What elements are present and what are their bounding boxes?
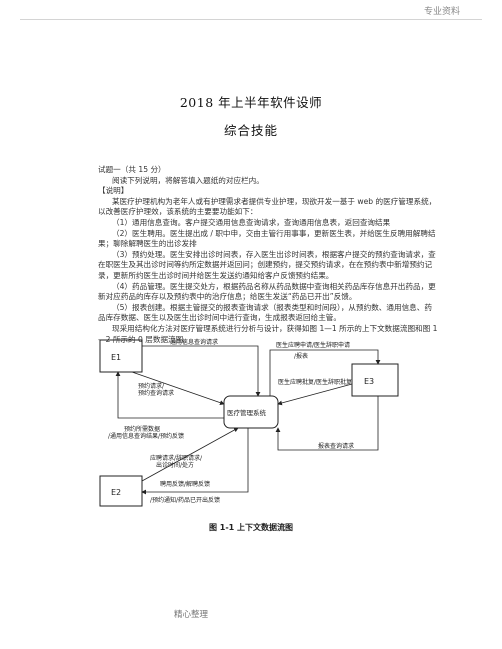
paragraph-intro: 某医疗护理机构为老年人或有护理需求者提供专业护理，现欲开发一基于 web 的医疗… xyxy=(98,196,437,217)
flow-label: 出诊时间/处方 xyxy=(156,461,194,469)
flow-arrow xyxy=(142,345,261,397)
flow-label: 通用信息查询请求 xyxy=(170,338,218,346)
paragraph-item-5: （5）报表创建。根据主管提交的报表查询请求（报表类型和时间段），从预约数、通用信… xyxy=(98,302,432,323)
doc-body: 试题一（共 15 分） 阅读下列说明，将解答填入题纸的对应栏内。 【说明】 某医… xyxy=(98,165,438,345)
doc-subtitle: 综合技能 xyxy=(223,123,278,138)
flow-label: 医生应聘批复/医生辞职批复 xyxy=(278,378,352,386)
entity-e2-label: E2 xyxy=(111,488,121,497)
flow-label: 医生应聘申请/医生辞职申请 xyxy=(276,341,350,349)
paragraph-closing: 现采用结构化方法对医疗管理系统进行分析与设计，获得如图 1—1 所示的上下文数据… xyxy=(98,323,438,344)
flow-arrow xyxy=(141,428,249,495)
flow-label: /预约通知/药品已开出反馈 xyxy=(150,496,220,504)
process-box xyxy=(223,395,279,429)
flow-label: 报表查询请求 xyxy=(318,442,354,450)
flow-arrow xyxy=(141,427,239,482)
flow-arrow xyxy=(115,371,224,419)
flow-arrow xyxy=(275,396,379,451)
flow-arrow xyxy=(277,383,353,406)
entity-e1-label: E1 xyxy=(111,353,121,362)
flow-arrow xyxy=(269,349,381,396)
context-dataflow-diagram: E1 E2 E3 医疗管理系统 通用信息查询请求 预约请求/ 预约查询请求 预约… xyxy=(99,338,399,507)
paragraph-item-2: （2）医生聘用。医生提出成 / 职中申，交由主管行用事事，更新医生表，并给医生反… xyxy=(98,228,436,249)
page-header: 专业资料 xyxy=(423,7,460,17)
section-label: 【说明】 xyxy=(98,186,129,196)
flow-arrow xyxy=(131,371,225,405)
flow-label: 应聘请求/辞职请求/ xyxy=(150,454,203,462)
page-footer: 精心整理 xyxy=(174,610,209,620)
entity-e3-label: E3 xyxy=(364,377,374,386)
doc-title: 2018 年上半年软件设师 xyxy=(179,95,323,110)
diagram-caption: 图 1-1 上下文数据流图 xyxy=(208,523,294,532)
question-title: 试题一（共 15 分） xyxy=(98,165,166,174)
paragraph-item-3: （3）预约处理。医生安排出诊时间表，存入医生出诊时间表，根据客户提交的预约查询请… xyxy=(98,249,436,280)
flow-label: 聘用反馈/解聘反馈 xyxy=(160,480,210,488)
process-label: 医疗管理系统 xyxy=(227,408,267,417)
instruction: 阅读下列说明，将解答填入题纸的对应栏内。 xyxy=(112,175,264,185)
flow-label: /报表 xyxy=(294,352,308,360)
flow-label: 预约所需数据 xyxy=(124,425,160,433)
header-divider xyxy=(20,19,482,20)
paragraph-item-4: （4）药品管理。医生提交处方，根据药品名称从药品数据中查询相关药品库存信息开出药… xyxy=(98,281,436,302)
flow-label: 预约请求/ xyxy=(138,382,165,390)
entity-e3-box xyxy=(351,363,399,397)
flow-label: /通用信息查询结果/预约反馈 xyxy=(108,432,184,440)
entity-e1-box xyxy=(99,339,143,373)
flow-label: 预约查询请求 xyxy=(138,389,174,397)
paragraph-item-1: （1）通用信息查询。客户提交通用信息查询请求，查询通用信息表，返回查询结果 xyxy=(112,217,391,227)
